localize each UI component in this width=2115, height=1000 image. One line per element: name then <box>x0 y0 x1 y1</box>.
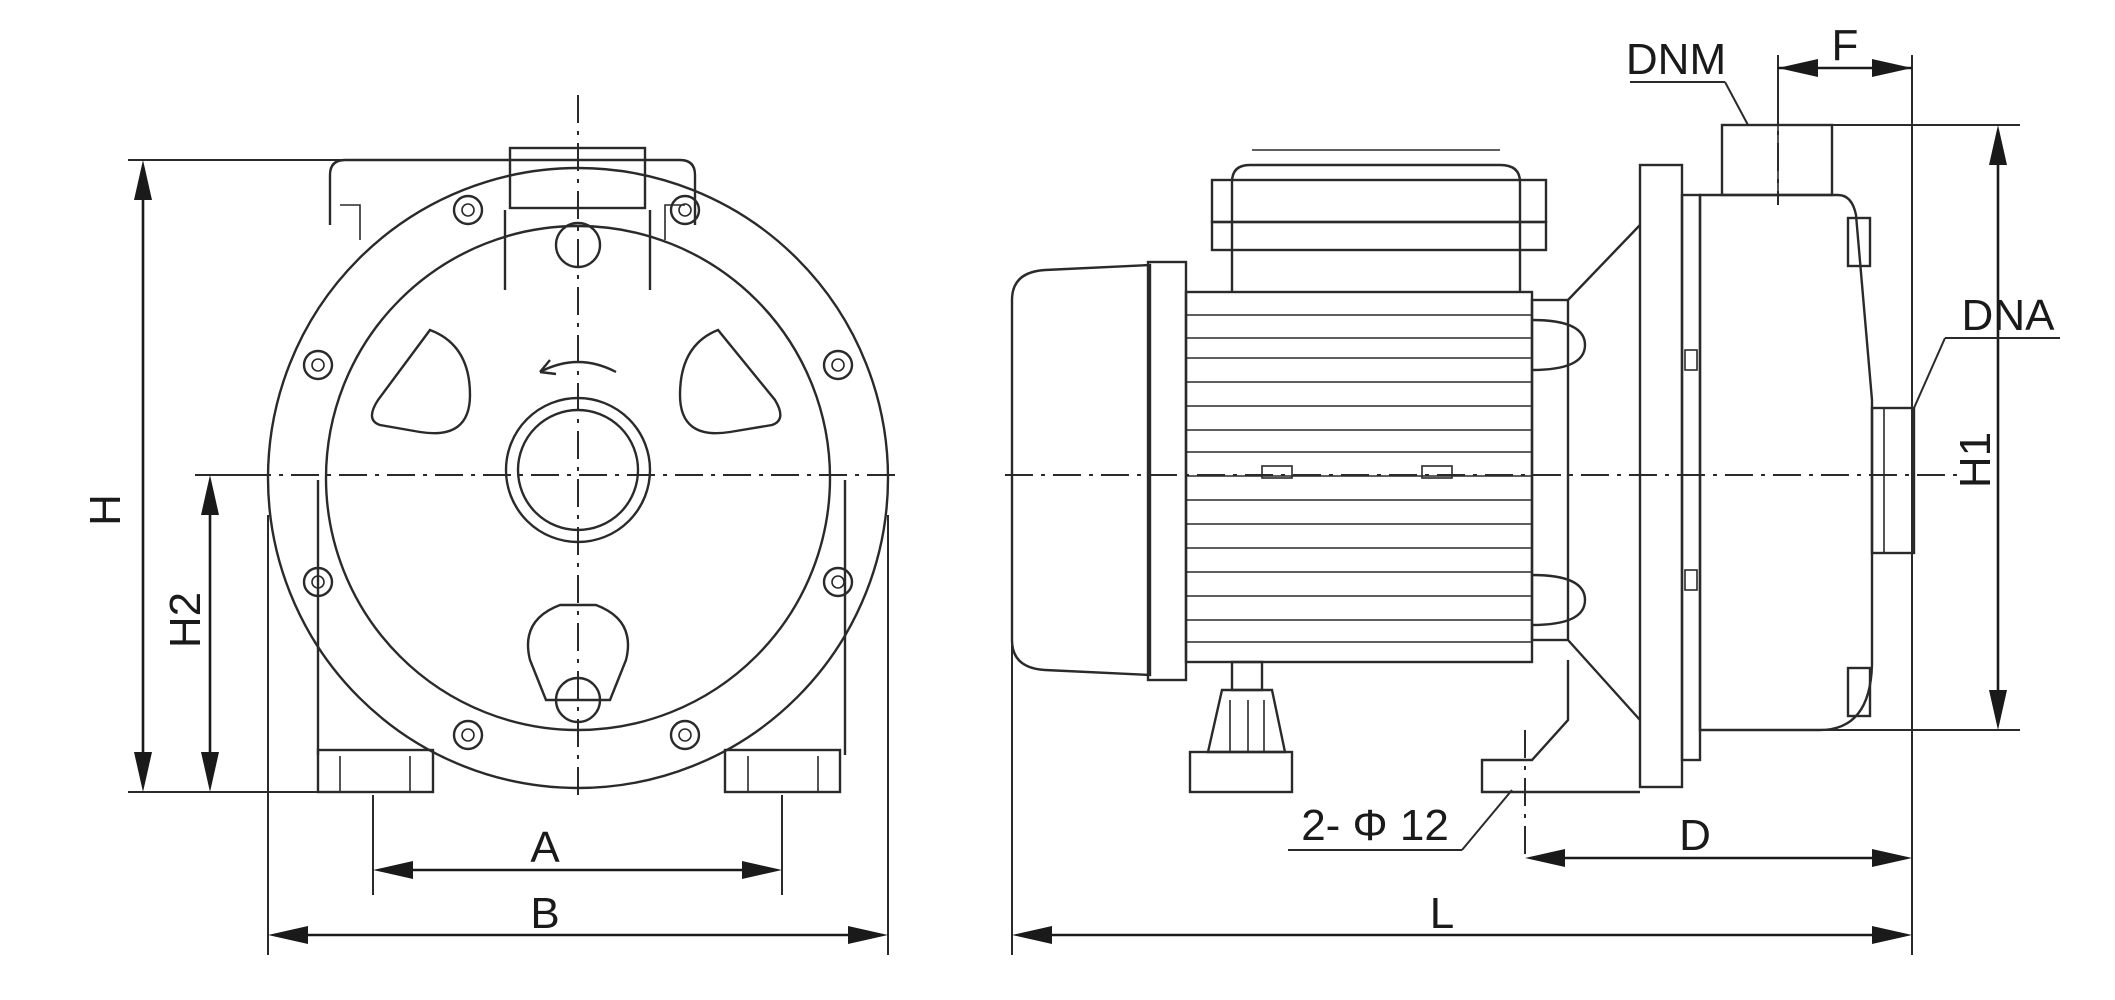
dim-label-h1: H1 <box>1951 432 2000 488</box>
motor-body <box>1184 290 1534 664</box>
front-left-foot <box>316 748 435 794</box>
front-view: H H2 A B <box>81 95 900 955</box>
motor-fins <box>1186 314 1532 643</box>
label-dna: DNA <box>1962 291 2056 340</box>
dim-label-a: A <box>530 823 560 872</box>
side-view: F DNM H1 DNA 2- Φ 12 D L <box>1005 21 2060 955</box>
bolt-holes <box>302 194 854 751</box>
dim-label-h2: H2 <box>161 592 210 648</box>
pump-casing <box>1698 193 1874 732</box>
dim-label-d: D <box>1679 811 1711 860</box>
motor-end-cap <box>1010 263 1152 677</box>
dim-label-h: H <box>81 494 130 526</box>
dim-label-b: B <box>530 889 559 938</box>
terminal-box <box>1230 163 1522 292</box>
motor-foot <box>1188 660 1294 794</box>
label-mounting-holes: 2- Φ 12 <box>1301 801 1449 850</box>
dim-label-l: L <box>1430 889 1454 938</box>
dim-label-f: F <box>1832 21 1859 70</box>
label-dnm: DNM <box>1626 35 1726 84</box>
inlet-port <box>1870 406 1916 555</box>
front-right-foot <box>723 748 842 794</box>
